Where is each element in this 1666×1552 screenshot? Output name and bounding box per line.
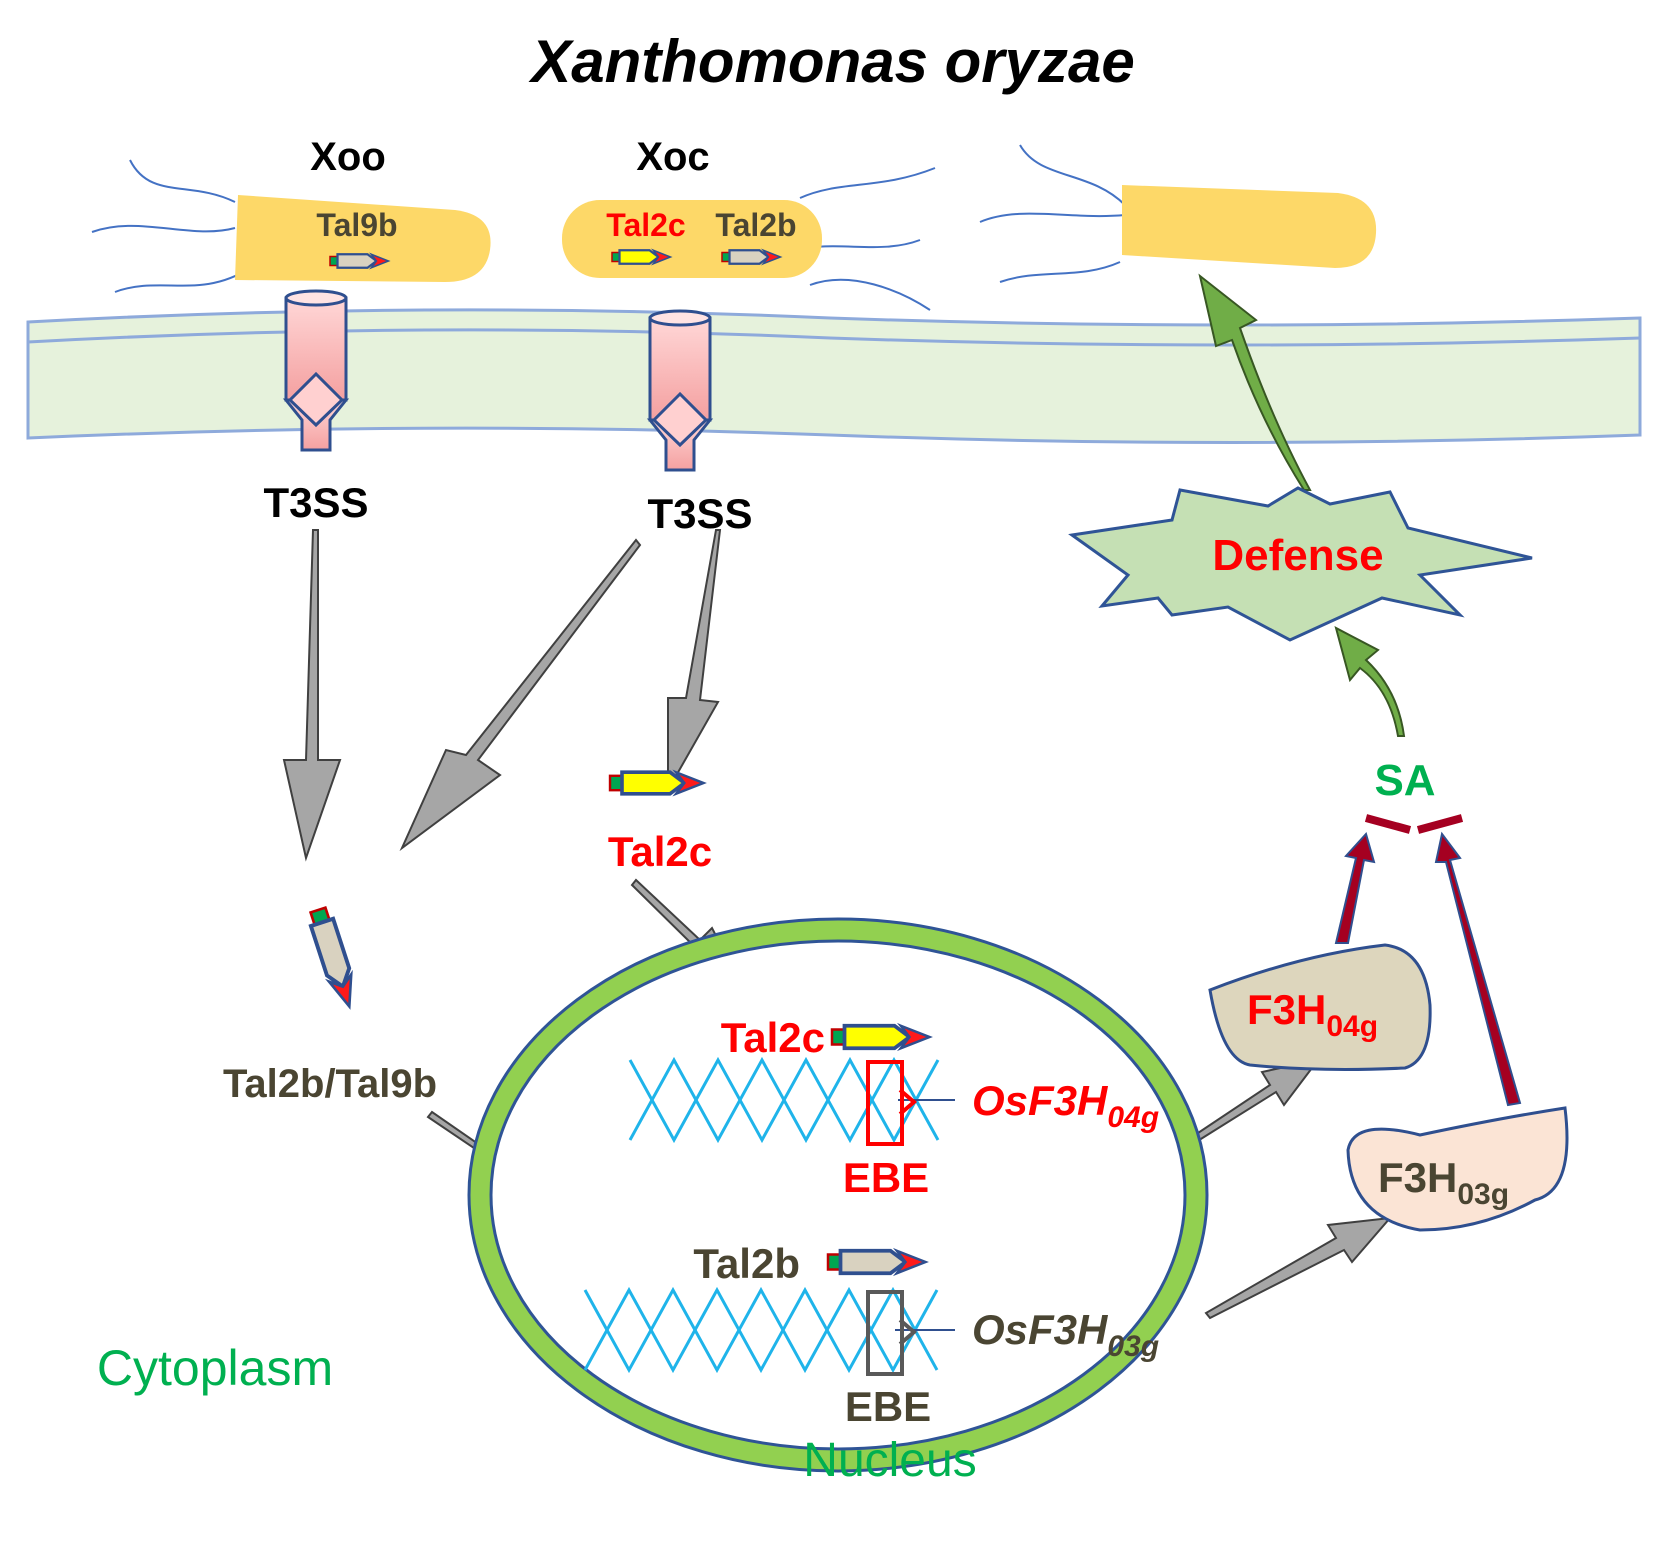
cytoplasm-label: Cytoplasm [97,1340,333,1396]
bacterium-xoo [235,195,491,282]
arrow-t3ss-left-down [282,529,342,862]
protein-label-f3h04g: F3H04g [1247,986,1378,1043]
inhibition-arrow-f3h03g [1434,831,1522,1107]
ebe-label-bottom: EBE [845,1383,931,1430]
arrow-defense-to-bacterium [1198,273,1312,491]
protein-f3h03g [1346,1106,1569,1232]
effector-label-tal9b: Tal9b [316,207,397,243]
bacterium-defended [1122,185,1377,268]
arrow-gene04-to-protein [1190,1058,1321,1144]
strain-label-xoo: Xoo [310,135,386,179]
protein-f3h04g [1208,943,1432,1071]
cytoplasm-label-tal2c: Tal2c [608,828,712,875]
dna-helix-bottom [583,1286,939,1374]
gene-label-osf3h04g: OsF3H04g [972,1077,1159,1134]
protein-label-f3h03g: F3H03g [1378,1154,1509,1211]
effector-label-tal2b: Tal2b [715,207,796,243]
dna-helix-top [628,1056,940,1144]
sa-label: SA [1374,756,1435,805]
effector-label-tal2c: Tal2c [606,207,685,243]
arrow-gene03-to-protein [1204,1216,1393,1320]
nucleus-label-tal2b: Tal2b [693,1240,800,1287]
nucleus-envelope [469,919,1207,1471]
inhibition-bar-left [1364,814,1412,834]
t3ss-label-left: T3SS [263,479,368,526]
nucleus-label-tal2c: Tal2c [721,1014,825,1061]
promoter-arrow-bottom-icon [898,1318,918,1346]
green-arrows [1198,273,1406,737]
tal-icon-cytoplasm-tal2c [608,770,706,796]
nucleus-label: Nucleus [803,1434,976,1487]
t3ss-channel-left [282,289,350,452]
promoter-arrow-top-icon [898,1088,918,1116]
t3ss-channel-right [646,309,714,472]
cytoplasm-label-tal2b-tal9b: Tal2b/Tal9b [223,1062,437,1106]
arrow-t3ss-right-to-tal2c [667,529,722,794]
tal-icon-cytoplasm-tal2b-tal9b [304,904,363,1013]
strain-label-xoc: Xoc [636,135,709,179]
inhibition-arrows [1334,814,1522,1107]
ebe-box-top [866,1060,904,1146]
arrow-t3ss-right-to-cytoplasm [399,538,642,852]
inhibition-bar-right [1416,814,1464,834]
inhibition-arrow-f3h04g [1334,831,1376,944]
gene-label-osf3h03g: OsF3H03g [972,1306,1159,1363]
diagram-title: Xanthomonas oryzae [528,28,1135,95]
ebe-label-top: EBE [843,1154,929,1201]
arrow-sa-to-defense [1334,626,1406,737]
defense-label: Defense [1212,531,1383,580]
defense-burst [1068,486,1533,642]
t3ss-label-right: T3SS [647,490,752,537]
ebe-box-bottom [866,1290,904,1376]
cell-membrane [26,308,1642,444]
flagella [91,144,1126,311]
